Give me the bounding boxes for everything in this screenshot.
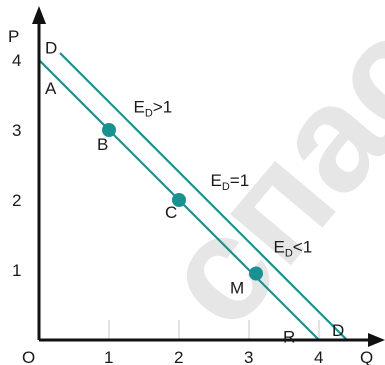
point-label-c: C [165, 203, 177, 222]
watermark-text: спас [126, 0, 385, 358]
points-layer [102, 123, 263, 281]
y-tick-label: 3 [12, 121, 21, 140]
elasticity-annotation: ED<1 [274, 238, 313, 260]
point-label-b: B [97, 135, 108, 154]
line-label-d: D [332, 321, 344, 340]
axes [32, 6, 385, 347]
demand-line-2 [59, 52, 348, 341]
elasticity-annotation: ED>1 [134, 98, 173, 120]
watermark: спас [126, 0, 385, 358]
x-axis-arrow [368, 333, 385, 347]
y-tick-label: 2 [12, 191, 21, 210]
line-label-d: D [45, 38, 57, 57]
y-tick-label: 1 [12, 261, 21, 280]
y-tick-label: 4 [12, 51, 21, 70]
x-axis-title: Q [360, 348, 373, 365]
x-tick-label: 1 [104, 348, 113, 365]
y-axis-title: P [8, 27, 19, 46]
x-tick-label: 4 [314, 348, 323, 365]
x-tick-label: 3 [244, 348, 253, 365]
y-axis-arrow [32, 6, 46, 24]
point-b [102, 123, 116, 137]
elasticity-annotation: ED=1 [211, 171, 250, 193]
point-m [249, 266, 263, 281]
tick-marks [108, 320, 320, 340]
line-label-a: A [45, 79, 57, 98]
origin-label: O [22, 348, 35, 365]
line-label-r: R [283, 328, 295, 347]
x-tick-label: 2 [174, 348, 183, 365]
point-label-m: M [230, 279, 244, 298]
point-c [172, 193, 186, 207]
